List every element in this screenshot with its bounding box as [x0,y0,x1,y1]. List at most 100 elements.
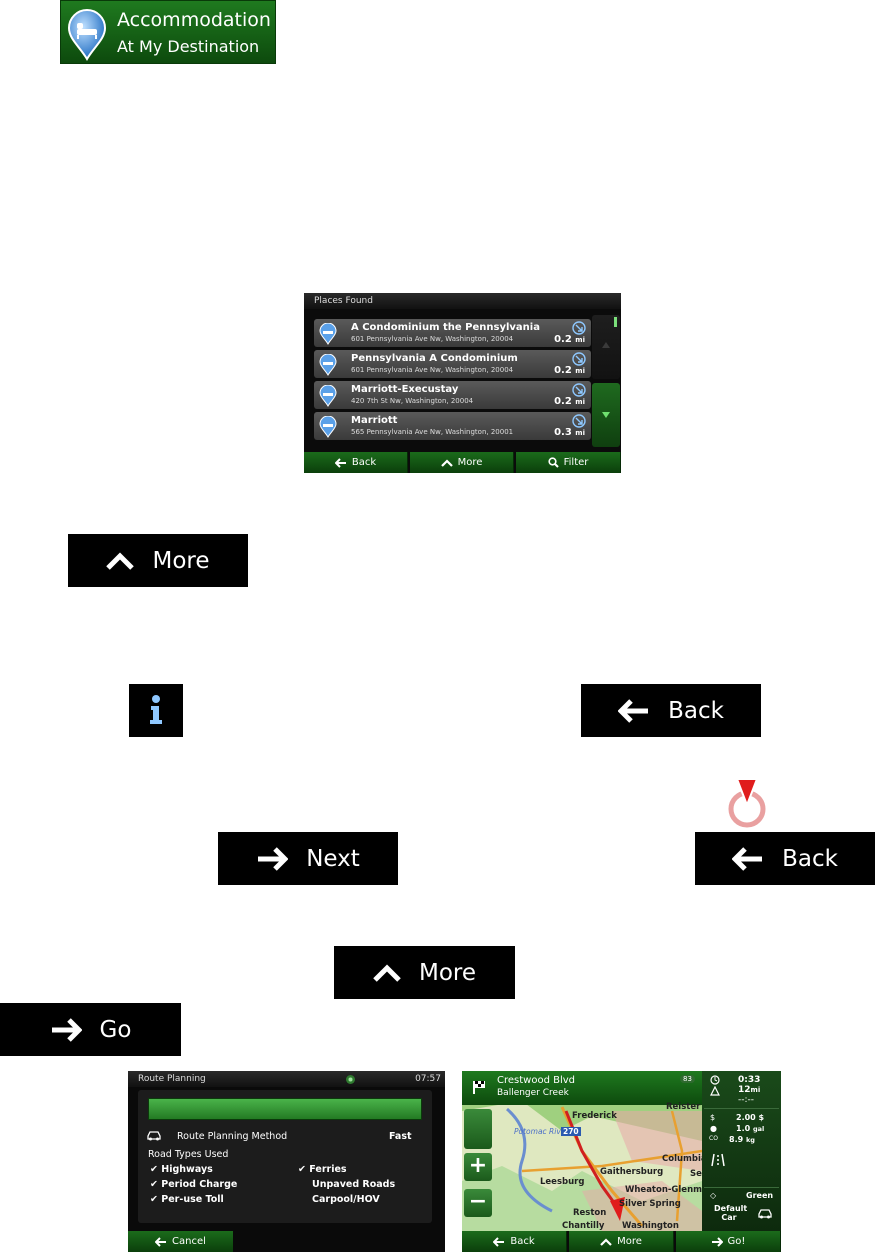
view-toggle-button[interactable] [464,1109,492,1149]
place-address: 420 7th St Nw, Washington, 20004 [351,397,474,405]
bed-pin-icon [319,416,337,438]
bed-pin-icon [319,323,337,345]
co2-label: CO [709,1135,718,1142]
back-label: Back [668,697,724,724]
more-label: More [418,959,477,986]
place-row[interactable]: A Condominium the Pennsylvania 601 Penns… [314,319,591,347]
route-planning-screen: Route Planning 07:57 Route Planning Meth… [128,1071,445,1252]
route-method-label: Route Planning Method [177,1131,288,1142]
accommodation-subtitle: At My Destination [117,37,260,56]
car-icon [758,1209,772,1219]
distance-value: 12mi [738,1085,761,1095]
route-method-value[interactable]: Fast [389,1131,412,1142]
destination-pin-icon [728,778,766,828]
go-button[interactable]: Go [0,1003,181,1056]
map-label: Reister [666,1102,701,1112]
map-label: Chantilly [562,1221,605,1231]
eta-value: 0:33 [738,1075,761,1085]
road-type-item: ✔ Per-use Toll [150,1194,224,1205]
warning-icon [710,1086,720,1096]
place-distance: 0.3 mi [554,427,585,438]
chevron-up-icon [373,963,401,982]
clock: 07:57 [415,1074,441,1084]
map-label: Gaithersburg [600,1167,664,1177]
more-button[interactable]: More [410,452,514,473]
route-type-icon: ◇ [710,1191,717,1200]
back-label: Back [351,457,377,468]
arrow-left-icon [493,1236,505,1247]
map-screen: Crestwood Blvd Ballenger Creek Frederick… [462,1071,781,1252]
zoom-in-button[interactable]: + [464,1153,492,1181]
chevron-up-icon [600,1237,612,1246]
arrow-left-icon [334,457,346,468]
direction-arrow-icon [572,321,586,335]
map-label: 270 [561,1127,581,1136]
clock-icon [710,1075,720,1085]
back-button[interactable]: Back [462,1231,567,1252]
arrow-left-icon [155,1236,167,1247]
filter-label: Filter [563,457,589,468]
cost-value: 2.00 $ [736,1113,765,1122]
go-label: Go! [727,1236,746,1247]
place-address: 601 Pennsylvania Ave Nw, Washington, 200… [351,366,514,374]
fuel-value: 1.0 gal [736,1124,765,1133]
direction-arrow-icon [572,352,586,366]
bed-pin-icon [319,385,337,407]
chevron-up-icon [440,458,453,467]
fuel-icon: ● [710,1124,717,1133]
arrow-left-icon [732,846,763,871]
plus-icon: + [468,1153,488,1178]
gps-icon [346,1075,355,1084]
map-label: Leesburg [540,1177,585,1187]
place-distance: 0.2 mi [554,396,585,407]
back-button[interactable]: Back [581,684,761,737]
info-button[interactable] [129,684,183,737]
place-row[interactable]: Pennsylvania A Condominium 601 Pennsylva… [314,350,591,378]
scroll-down-button[interactable] [592,383,620,447]
map-label: Se [690,1169,702,1179]
chevron-down-icon [602,412,610,418]
street-banner: Crestwood Blvd Ballenger Creek [462,1071,702,1105]
cancel-button[interactable]: Cancel [128,1231,233,1252]
cost-icon: $ [710,1113,716,1122]
place-name: Marriott [351,415,398,426]
info-icon [150,695,162,724]
vehicle-value: Default Car [714,1204,748,1222]
map-label: Wheaton-Glenm [625,1185,702,1195]
place-name: Marriott-Execustay [351,384,459,395]
route-planning-header: Route Planning 07:57 [128,1071,445,1087]
back-label: Back [782,845,838,872]
map-label: Columbia [662,1154,707,1164]
accommodation-title: Accommodation [117,9,271,31]
direction-arrow-icon [572,414,586,428]
go-button[interactable]: Go! [676,1231,781,1252]
more-button[interactable]: More [334,946,515,999]
back-button[interactable]: Back [695,832,875,885]
minus-icon: − [468,1189,488,1214]
road-type-item: Unpaved Roads [312,1179,396,1190]
accommodation-button[interactable]: Accommodation At My Destination [60,0,276,64]
back-button[interactable]: Back [304,452,408,473]
zoom-out-button[interactable]: − [464,1189,492,1217]
direction-arrow-icon [572,383,586,397]
co2-value: 8.9 kg [729,1135,755,1144]
filter-button[interactable]: Filter [516,452,621,473]
more-label: More [617,1236,642,1247]
road-types-label: Road Types Used [148,1149,229,1160]
car-icon [147,1131,161,1141]
more-button[interactable]: More [68,534,248,587]
bed-pin-icon [67,9,107,61]
flag-icon [473,1081,485,1094]
arrow-left-icon [618,698,649,723]
road-type-item: Carpool/HOV [312,1194,380,1205]
trip-info-panel: 0:33 12mi --:-- $ 2.00 $ ● 1.0 gal CO 8.… [702,1071,781,1231]
next-label: Next [306,845,360,872]
place-row[interactable]: Marriott 565 Pennsylvania Ave Nw, Washin… [314,412,591,440]
next-button[interactable]: Next [218,832,398,885]
place-name: Pennsylvania A Condominium [351,353,518,364]
street-name: Crestwood Blvd [497,1075,576,1086]
bed-pin-icon [319,354,337,376]
more-button[interactable]: More [569,1231,674,1252]
map-label: Frederick [572,1111,617,1121]
place-row[interactable]: Marriott-Execustay 420 7th St Nw, Washin… [314,381,591,409]
